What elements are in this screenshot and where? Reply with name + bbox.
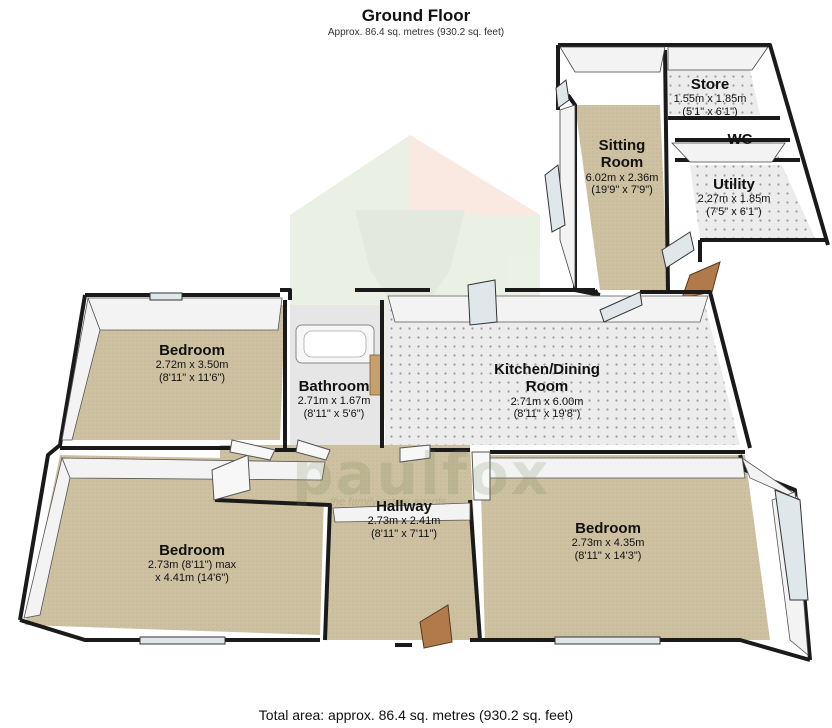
floor-title: Ground Floor (361, 6, 471, 25)
room-name: Utility (713, 176, 755, 193)
annex-windows (544, 79, 695, 269)
room-name-line2: Room (600, 154, 644, 172)
room-label-hallway: Hallway 2.73m x 2.41m (8'11" x 7'11") (354, 498, 454, 541)
room-name: Hallway (376, 498, 432, 515)
room-dim-imperial: (8'11" x 5'6") (303, 407, 365, 420)
bedroom-3-floor (480, 455, 770, 640)
room-dim-metric: 2.73m x 4.35m (571, 537, 645, 550)
room-dim-imperial: (8'11" x 19'8") (513, 408, 581, 421)
room-label-bathroom: Bathroom 2.71m x 1.67m (8'11" x 5'6") (286, 378, 382, 421)
room-dim-metric: 2.27m x 1.85m (697, 193, 771, 206)
bathroom-fixtures (295, 324, 383, 396)
room-dim-metric: 6.02m x 2.36m (585, 171, 659, 184)
total-area-footer: Total area: approx. 86.4 sq. metres (930… (258, 707, 574, 723)
room-dim-imperial: (8'11" x 11'6") (158, 371, 226, 384)
room-dim-metric: 2.73m x 2.41m (367, 515, 441, 528)
watermark-brand: paulfox (292, 440, 551, 508)
internal-door-4 (399, 444, 431, 463)
room-name: Bedroom (575, 520, 641, 537)
annex-wall-faces (559, 46, 786, 291)
internal-door-1 (211, 454, 251, 501)
room-dim-metric: 2.72m x 3.50m (155, 359, 229, 372)
room-name-line1: Sitting (598, 137, 646, 154)
room-label-bedroom-3: Bedroom 2.73m x 4.35m (8'11" x 14'3") (556, 520, 660, 563)
wall-faces (23, 295, 809, 656)
room-dim-metric: 2.71m x 1.67m (297, 395, 371, 408)
room-dim-metric: 2.71m x 6.00m (510, 395, 584, 408)
windows (139, 279, 809, 645)
room-name-line2: Room (525, 378, 569, 396)
room-dim-line2: x 4.41m (14'6") (155, 571, 229, 584)
room-label-sitting-room: Sitting Room 6.02m x 2.36m (19'9" x 7'9"… (574, 137, 670, 197)
room-dim-imperial: (7'5" x 6'1") (706, 205, 762, 218)
internal-door-3 (295, 439, 331, 461)
room-name-line1: Kitchen/Dining (494, 361, 600, 378)
room-name: Store (690, 76, 730, 93)
floor-area-subtitle: Approx. 86.4 sq. metres (930.2 sq. feet) (327, 27, 505, 38)
room-label-bedroom-1: Bedroom 2.72m x 3.50m (8'11" x 11'6") (138, 342, 246, 385)
doors (211, 439, 491, 649)
room-name: Bedroom (159, 342, 225, 359)
room-label-wc: WC (718, 131, 762, 148)
room-dim-line1: 2.73m (8'11") max (147, 559, 237, 572)
room-name: Bedroom (159, 542, 225, 559)
room-dim-imperial: (19'9" x 7'9") (591, 184, 653, 197)
hallway-floor (220, 445, 480, 640)
floor-plan-diagram (18, 43, 830, 662)
room-dim-imperial: (5'1" x 6'1") (682, 105, 738, 118)
room-dim-imperial: (8'11" x 7'11") (370, 527, 438, 540)
room-label-utility: Utility 2.27m x 1.85m (7'5" x 6'1") (686, 176, 782, 219)
watermark-tagline: the family estate agents (330, 496, 447, 508)
room-dim-metric: 1.55m x 1.85m (673, 93, 747, 106)
kitchen-floor (385, 305, 740, 445)
bedroom-1-floor (65, 305, 285, 440)
room-name: WC (727, 131, 753, 148)
internal-door-2 (229, 439, 276, 461)
room-label-store: Store 1.55m x 1.85m (5'1" x 6'1") (662, 76, 758, 119)
room-name: Bathroom (298, 378, 370, 395)
room-label-kitchen-dining: Kitchen/Dining Room 2.71m x 6.00m (8'11"… (480, 361, 614, 421)
room-label-bedroom-2: Bedroom 2.73m (8'11") max x 4.41m (14'6"… (134, 542, 250, 585)
room-dim-imperial: (8'11" x 14'3") (574, 549, 642, 562)
front-door (419, 604, 453, 649)
internal-door-5 (471, 451, 491, 501)
